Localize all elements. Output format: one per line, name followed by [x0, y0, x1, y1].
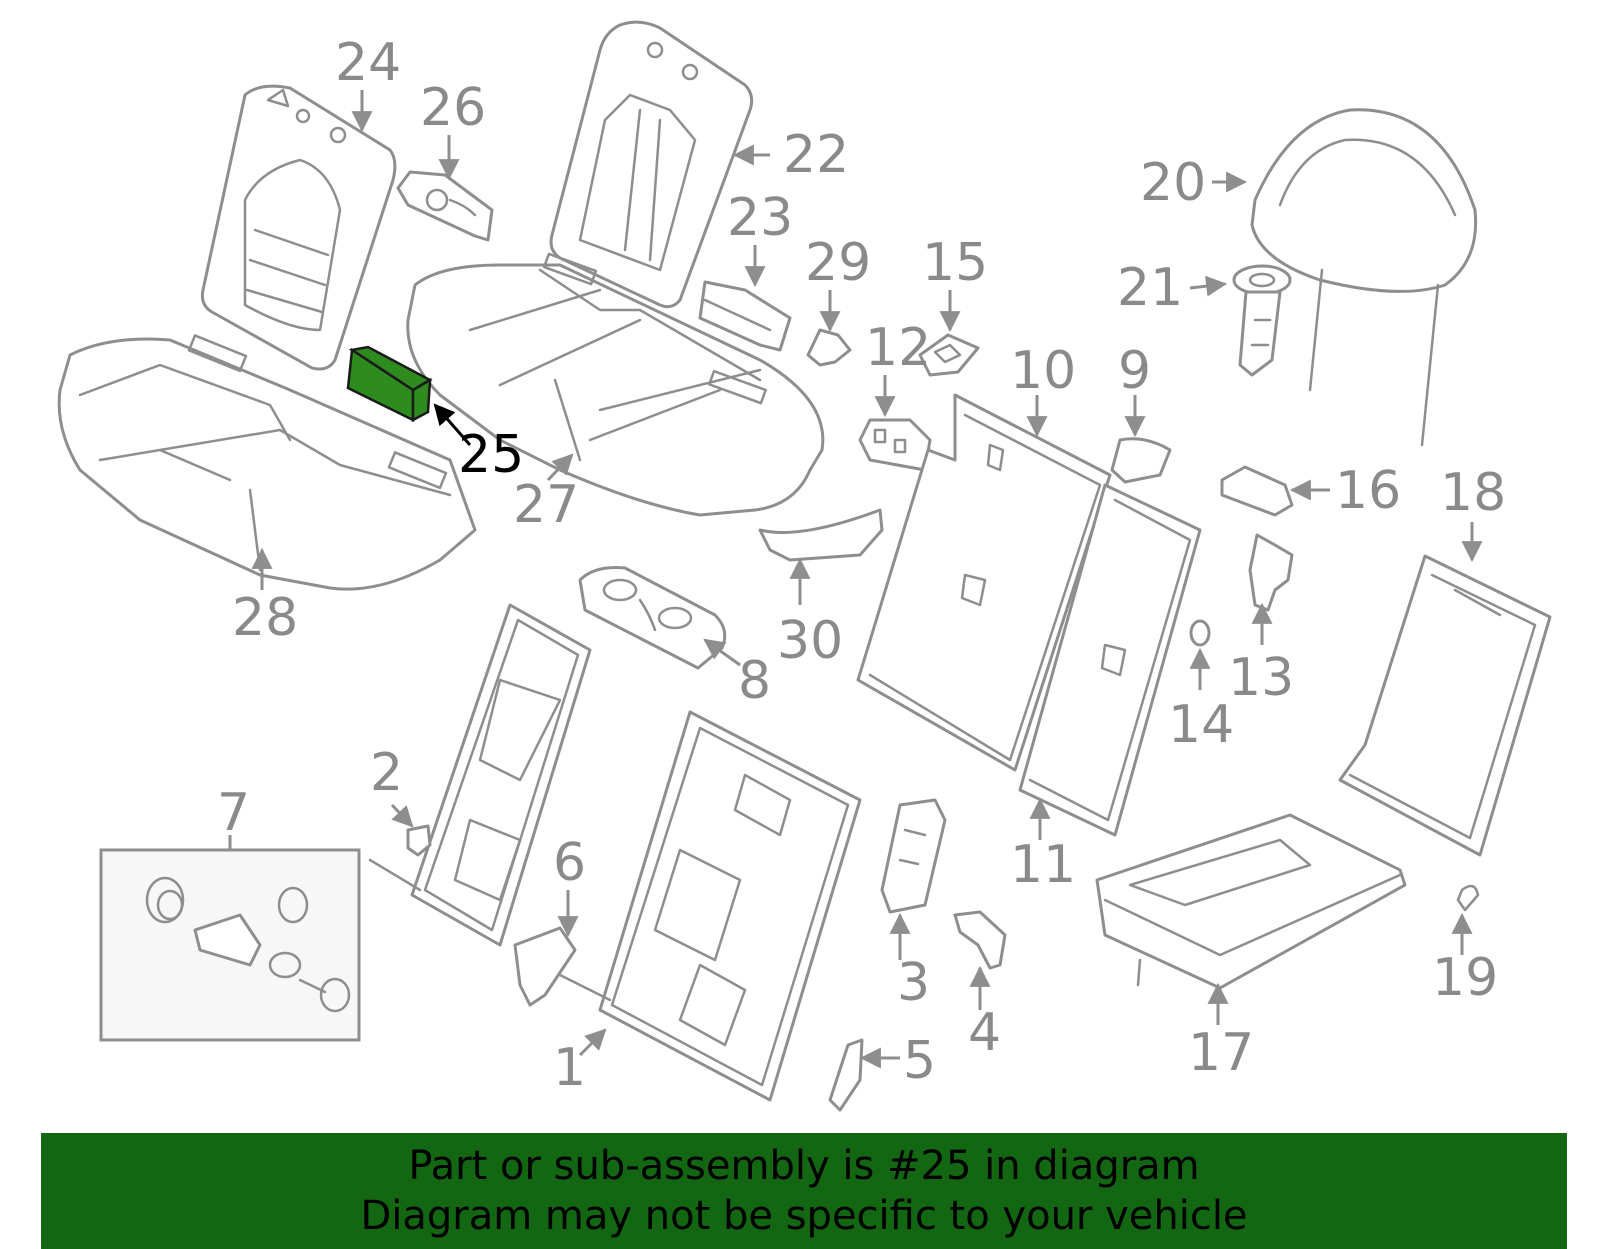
callout-21: 21	[1117, 258, 1183, 318]
callout-3: 3	[897, 953, 930, 1013]
part-23-bracket	[698, 280, 792, 352]
callout-15: 15	[922, 233, 988, 293]
callout-26: 26	[420, 78, 486, 138]
callout-6: 6	[553, 833, 586, 893]
info-banner: Part or sub-assembly is #25 in diagram D…	[41, 1133, 1567, 1249]
part-24-seat-back-left	[200, 84, 397, 371]
part-seat-back-frame-left	[368, 603, 592, 947]
part-14-grommet	[1189, 619, 1211, 647]
callout-7: 7	[217, 783, 250, 843]
callout-22: 22	[783, 125, 849, 185]
part-28-seat-cushion-left	[57, 334, 477, 591]
callout-28: 28	[232, 588, 298, 648]
part-15-clip	[918, 333, 980, 377]
callout-1: 1	[553, 1038, 586, 1098]
callout-labels: 24 26 22 23 29 15 12 10 9 20 21 16 18 13…	[217, 33, 1506, 1098]
callout-20: 20	[1140, 153, 1206, 213]
callout-5: 5	[903, 1031, 936, 1091]
part-2-clip	[406, 824, 432, 857]
part-22-seat-back-center	[549, 20, 754, 309]
part-17-armrest	[1095, 813, 1407, 990]
callout-18: 18	[1440, 463, 1506, 523]
part-10-seat-back-panel	[856, 393, 1112, 772]
callout-30: 30	[777, 611, 843, 671]
callout-9: 9	[1118, 341, 1151, 401]
callout-29: 29	[805, 233, 871, 293]
callout-8: 8	[738, 651, 771, 711]
part-4-bracket	[953, 910, 1007, 970]
banner-line-2: Diagram may not be specific to your vehi…	[360, 1193, 1248, 1239]
callout-10: 10	[1010, 341, 1076, 401]
callout-arrows	[228, 90, 1483, 1069]
callout-12: 12	[865, 318, 931, 378]
part-16-clip	[1220, 465, 1294, 517]
callout-14: 14	[1168, 695, 1234, 755]
part-9-clip	[1110, 437, 1172, 484]
part-11-seat-back-panel	[1018, 483, 1202, 837]
callout-11: 11	[1010, 835, 1076, 895]
callout-4: 4	[968, 1003, 1001, 1063]
callout-2: 2	[370, 743, 403, 803]
callout-27: 27	[513, 475, 579, 535]
part-1-seat-back-frame	[558, 710, 862, 1102]
callout-23: 23	[727, 188, 793, 248]
part-8-cupholder-cover	[578, 566, 727, 670]
callout-16: 16	[1335, 461, 1401, 521]
part-25-highlighted	[346, 345, 433, 423]
part-7-hardware-kit	[99, 848, 361, 1042]
part-6-hinge	[513, 926, 577, 1007]
callout-25: 25	[458, 425, 524, 485]
part-29-clip	[806, 328, 852, 367]
part-13-bracket	[1248, 533, 1294, 612]
part-26-trim-cover	[396, 170, 494, 242]
callout-13: 13	[1228, 648, 1294, 708]
part-20-headrest	[1250, 108, 1478, 447]
callout-17: 17	[1188, 1023, 1254, 1083]
part-27-seat-cushion	[406, 252, 825, 517]
part-3-latch	[880, 798, 947, 914]
part-5-clip	[828, 1038, 864, 1112]
callout-24: 24	[335, 33, 401, 93]
callout-19: 19	[1432, 948, 1498, 1008]
part-30-rail	[758, 508, 884, 562]
banner-line-1: Part or sub-assembly is #25 in diagram	[408, 1143, 1200, 1189]
part-18-armrest-frame	[1338, 554, 1552, 857]
part-12-hinge-bracket	[858, 418, 932, 472]
part-21-headrest-guide	[1232, 264, 1292, 377]
part-19-clip	[1456, 884, 1480, 912]
